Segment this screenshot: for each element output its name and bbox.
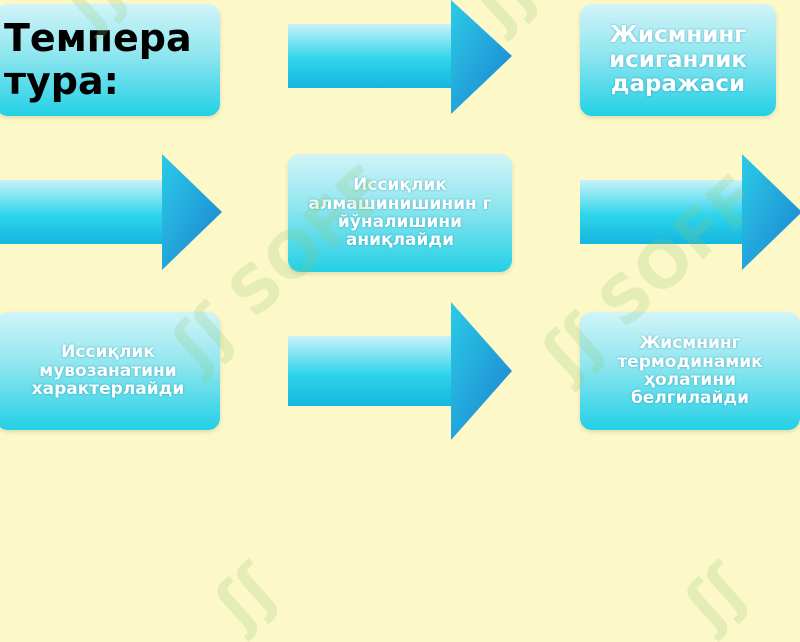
arrow-right-icon xyxy=(288,302,512,440)
node-heat-exchange-direction: Иссиқлик алмашинишинин г йўналишини аниқ… xyxy=(288,154,512,272)
arrow-right-icon xyxy=(0,154,222,270)
watermark-logo: ʃʃ xyxy=(672,551,762,642)
diagram-title: Темпера тура: xyxy=(4,16,192,103)
node-heat-degree: Жисмнинг исиганлик даражаси xyxy=(580,4,776,116)
arrow-right-icon xyxy=(288,0,512,114)
watermark-logo: ʃʃ xyxy=(202,551,292,642)
node-thermal-equilibrium: Иссиқлик мувозанатини характерлайди xyxy=(0,312,220,430)
node-thermodynamic-state: Жисмнинг термодинамик ҳолатини белгилайд… xyxy=(580,312,800,430)
arrow-right-icon xyxy=(580,154,800,270)
title-box: Темпера тура: xyxy=(0,4,220,116)
